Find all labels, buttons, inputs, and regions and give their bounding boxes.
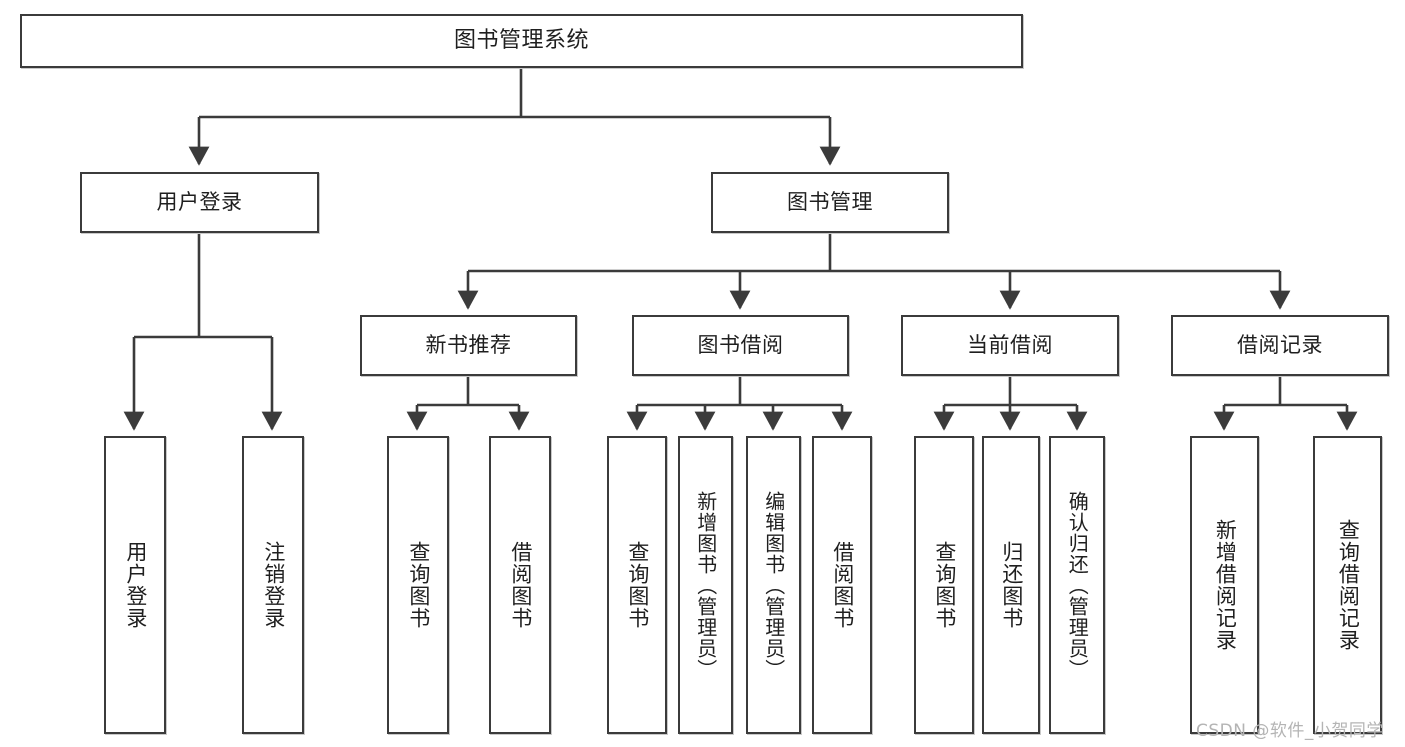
node-label: 图书管理系统: [453, 28, 589, 54]
node-label: 借阅记录: [1237, 333, 1323, 358]
node-label: 编辑图书（管理员）: [761, 490, 786, 680]
node-borrow-records[interactable]: 借阅记录: [1171, 315, 1389, 376]
node-label: 借阅图书: [508, 541, 533, 629]
leaf-user-login-signin[interactable]: 用户登录: [104, 436, 166, 734]
leaf-current-return-book[interactable]: 归还图书: [982, 436, 1040, 734]
node-label: 图书管理: [787, 190, 873, 215]
node-label: 查询图书: [406, 541, 431, 629]
node-label: 用户登录: [123, 541, 148, 629]
node-label: 新书推荐: [425, 333, 512, 358]
node-label: 借阅图书: [830, 541, 855, 629]
node-label: 注销登录: [261, 541, 286, 629]
leaf-records-add-record[interactable]: 新增借阅记录: [1190, 436, 1259, 734]
leaf-borrow-add-book-admin[interactable]: 新增图书（管理员）: [678, 436, 733, 734]
node-new-book-recommend[interactable]: 新书推荐: [360, 315, 577, 376]
node-label: 确认归还（管理员）: [1065, 490, 1090, 680]
node-label: 新增图书（管理员）: [693, 490, 718, 680]
node-book-borrow[interactable]: 图书借阅: [632, 315, 849, 376]
node-label: 查询借阅记录: [1336, 519, 1361, 651]
node-book-management[interactable]: 图书管理: [711, 172, 949, 233]
leaf-borrow-borrow-book[interactable]: 借阅图书: [812, 436, 872, 734]
leaf-new-book-borrow[interactable]: 借阅图书: [489, 436, 551, 734]
leaf-current-query-book[interactable]: 查询图书: [914, 436, 974, 734]
node-label: 图书借阅: [697, 333, 784, 358]
node-current-borrow[interactable]: 当前借阅: [901, 315, 1119, 376]
watermark: CSDN @软件_小贺同学: [1196, 721, 1384, 741]
node-label: 当前借阅: [967, 333, 1053, 358]
leaf-borrow-query-book[interactable]: 查询图书: [607, 436, 667, 734]
node-root-system[interactable]: 图书管理系统: [20, 14, 1023, 68]
leaf-user-login-signout[interactable]: 注销登录: [242, 436, 304, 734]
node-label: 归还图书: [999, 541, 1024, 629]
node-label: 查询图书: [625, 541, 650, 629]
node-label: 用户登录: [156, 190, 243, 215]
node-label: 查询图书: [932, 541, 957, 629]
leaf-current-confirm-return-admin[interactable]: 确认归还（管理员）: [1049, 436, 1105, 734]
node-user-login[interactable]: 用户登录: [80, 172, 319, 233]
leaf-borrow-edit-book-admin[interactable]: 编辑图书（管理员）: [746, 436, 801, 734]
node-label: 新增借阅记录: [1213, 519, 1238, 651]
leaf-records-query-record[interactable]: 查询借阅记录: [1313, 436, 1382, 734]
leaf-new-book-query[interactable]: 查询图书: [387, 436, 449, 734]
